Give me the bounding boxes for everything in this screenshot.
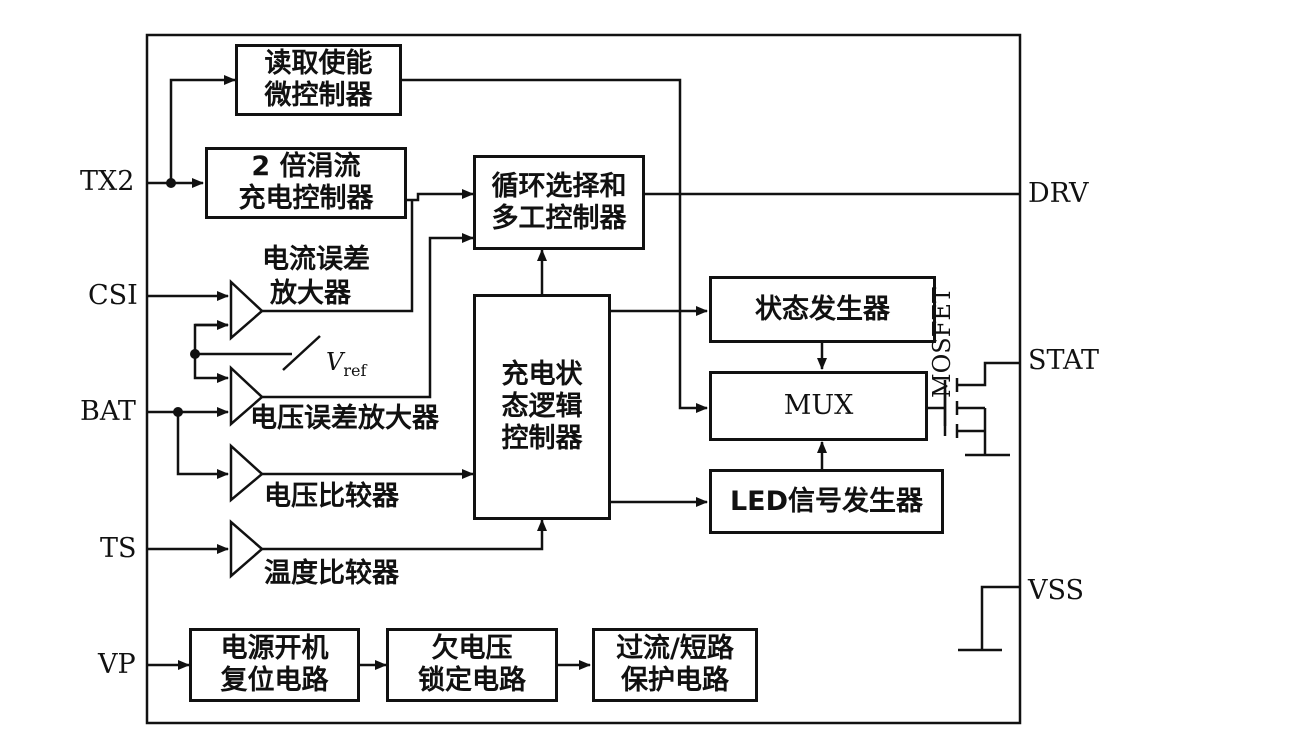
voltage-amp-symbol <box>229 365 264 427</box>
pin-drv: DRV <box>1028 178 1089 209</box>
current-amp-line1: 电流误差 <box>262 244 370 275</box>
pin-ts: TS <box>100 533 137 564</box>
led-signal-generator: LED信号发生器 <box>709 469 944 534</box>
junction-bat <box>173 407 183 417</box>
wire-current-amp-out <box>262 200 414 313</box>
temp-cmp-symbol <box>229 519 264 579</box>
por-line1: 电源开机 <box>220 633 329 664</box>
mux-block: MUX <box>709 371 928 441</box>
pin-stat: STAT <box>1028 345 1100 376</box>
led-gen-label: LED信号发生器 <box>729 485 924 517</box>
vref-main: V <box>326 348 344 376</box>
wire-feedback-top <box>193 323 229 383</box>
uvlo-line1: 欠电压 <box>431 633 513 664</box>
pin-bat: BAT <box>80 396 136 427</box>
voltage-cmp-label: 电压比较器 <box>264 481 399 512</box>
junction-tx2 <box>166 178 176 188</box>
wire-read-enable-to-mux <box>402 78 708 413</box>
voltage-amp-label: 电压误差放大器 <box>250 403 439 434</box>
pin-vss: VSS <box>1028 575 1085 606</box>
wire-voltage-amp-out <box>262 233 474 399</box>
por-line2: 复位电路 <box>220 665 329 696</box>
read-enable-controller: 读取使能 微控制器 <box>235 44 402 116</box>
wire-vref-slash <box>282 335 321 371</box>
voltage-cmp-symbol <box>229 443 264 503</box>
trickle-line2: 充电控制器 <box>238 183 374 214</box>
wire-vss <box>980 585 1020 650</box>
mux-label: MUX <box>783 390 854 421</box>
read-enable-line2: 微控制器 <box>264 80 373 111</box>
mosfet-drain <box>957 361 1020 387</box>
uvlo-line2: 锁定电路 <box>418 665 526 696</box>
undervoltage-lockout-circuit: 欠电压 锁定电路 <box>386 628 558 702</box>
current-amp-line2: 放大器 <box>270 278 351 309</box>
junction-feedback <box>190 349 200 359</box>
wire-bat-to-cmp <box>176 412 229 479</box>
wire-tx2-to-read-enable <box>169 75 236 183</box>
chip-outline <box>145 33 1022 725</box>
wire-tcmp-out <box>262 519 547 551</box>
power-on-reset-circuit: 电源开机 复位电路 <box>189 628 360 702</box>
cycle-select-line1: 循环选择和 <box>491 170 627 202</box>
current-amp-symbol <box>229 279 264 341</box>
pin-tx2: TX2 <box>80 166 135 197</box>
charge-logic-line3: 控制器 <box>501 423 583 454</box>
ocp-line2: 保护电路 <box>621 665 729 696</box>
vref-subscript: ref <box>343 360 367 380</box>
charge-state-logic-controller: 充电状 态逻辑 控制器 <box>473 294 611 520</box>
ocp-line1: 过流/短路 <box>616 633 734 664</box>
temp-cmp-label: 温度比较器 <box>264 558 399 589</box>
cycle-select-line2: 多工控制器 <box>491 202 627 234</box>
pin-vp: VP <box>98 649 136 680</box>
overcurrent-protection-circuit: 过流/短路 保护电路 <box>592 628 758 702</box>
read-enable-line1: 读取使能 <box>264 48 373 79</box>
pin-csi: CSI <box>88 280 138 311</box>
current-amp-label: 电流误差 放大器 <box>262 243 370 311</box>
mosfet-label: MOSFET <box>928 287 956 398</box>
charge-logic-line1: 充电状 <box>501 359 583 390</box>
cycle-select-mux-controller: 循环选择和 多工控制器 <box>473 155 645 250</box>
vref-label: Vref <box>326 348 366 380</box>
status-gen-label: 状态发生器 <box>755 293 890 325</box>
trickle-charge-controller: 2 倍涓流 充电控制器 <box>205 147 407 219</box>
charge-logic-line2: 态逻辑 <box>501 391 583 422</box>
wire-trickle-to-cycle <box>407 189 474 202</box>
trickle-line1: 2 倍涓流 <box>251 151 361 182</box>
status-generator: 状态发生器 <box>709 276 936 343</box>
